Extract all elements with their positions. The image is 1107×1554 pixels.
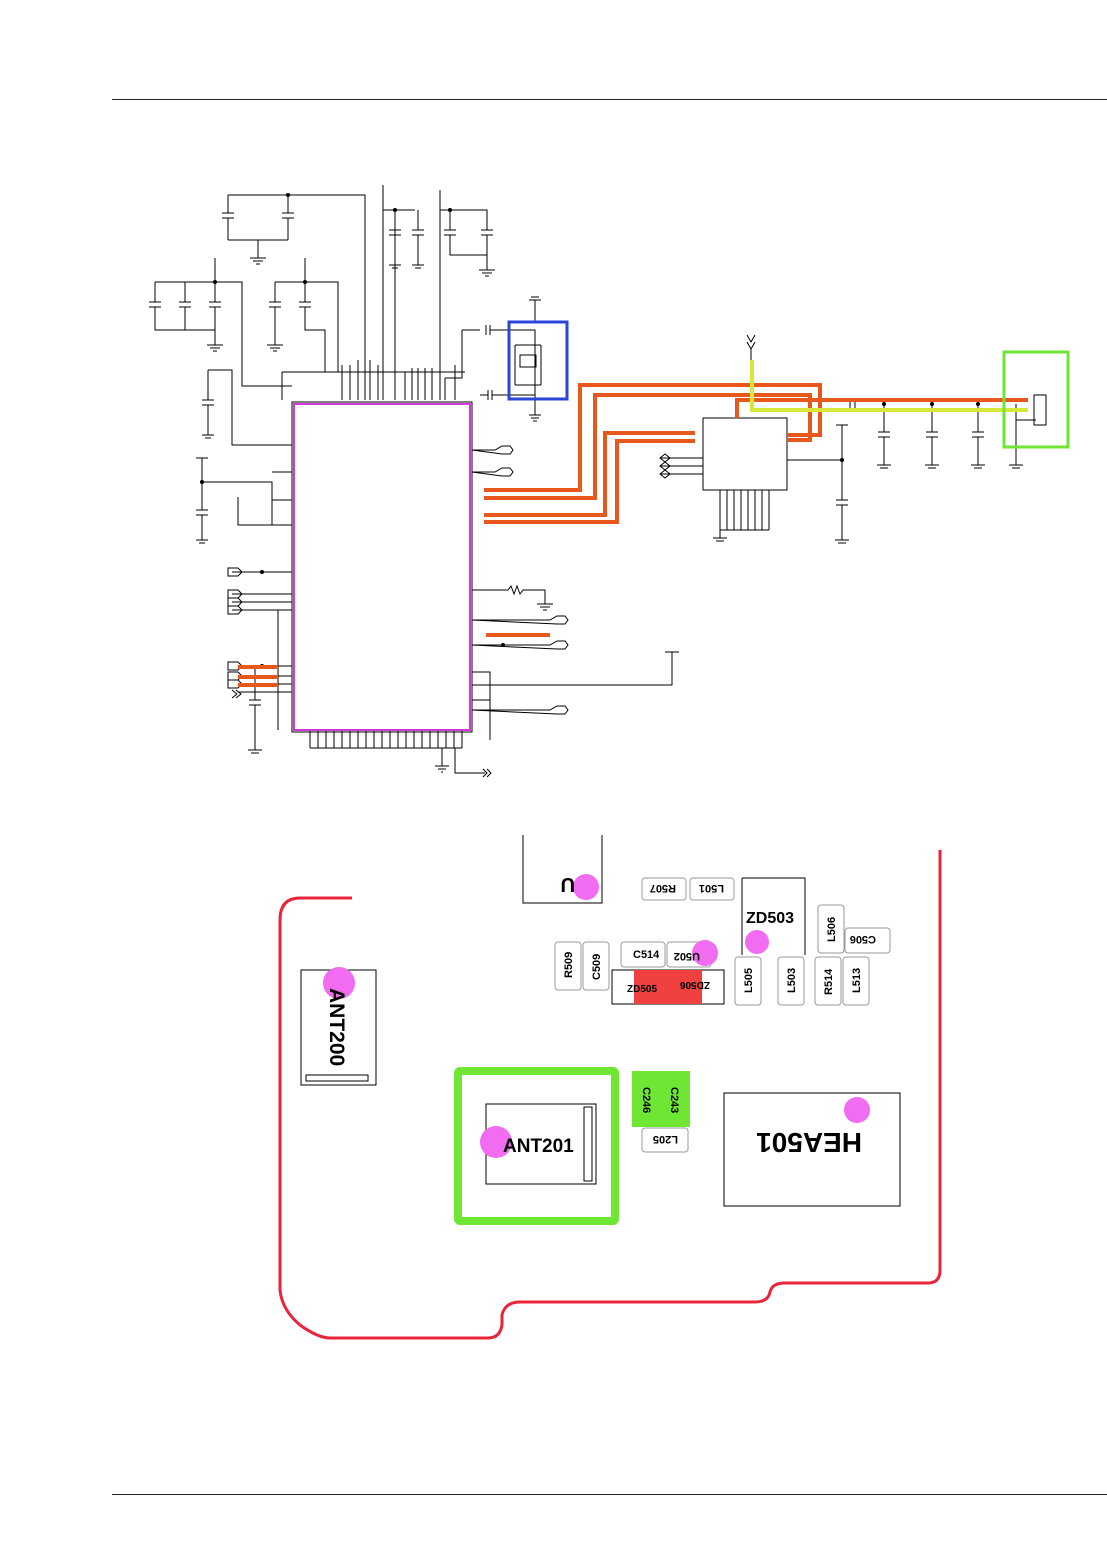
label-r507: R507 (650, 882, 676, 894)
label-zd503: ZD503 (746, 910, 794, 927)
label-l205: L205 (653, 1133, 678, 1145)
label-u-partial: U (561, 873, 575, 895)
board-outline (278, 850, 942, 1340)
label-r509: R509 (563, 952, 575, 978)
antenna-trace (750, 360, 1028, 412)
label-zd506: ZD506 (680, 979, 710, 990)
label-l513: L513 (851, 968, 863, 993)
crystal-highlight-box (507, 320, 569, 401)
label-l505: L505 (743, 968, 755, 993)
label-c243: C243 (668, 1087, 680, 1113)
label-l503: L503 (786, 968, 798, 993)
test-points (323, 874, 870, 1158)
label-zd505: ZD505 (627, 984, 657, 995)
bottom-rule (112, 1494, 1107, 1495)
schematic (149, 185, 1070, 778)
label-c246: C246 (640, 1087, 652, 1113)
label-c514: C514 (633, 949, 660, 961)
main-ic-outline (293, 403, 471, 731)
label-c509: C509 (591, 954, 603, 980)
rf-traces (238, 383, 1028, 687)
top-rule (112, 99, 1107, 100)
label-ant201: ANT201 (503, 1136, 574, 1157)
label-u502: U502 (674, 950, 700, 962)
ant201-highlight-box (454, 1067, 619, 1225)
label-l501: L501 (699, 882, 724, 894)
label-hea501: HEA501 (756, 1127, 862, 1158)
label-c506: C506 (850, 933, 876, 945)
antenna-connector-highlight-box (1002, 350, 1070, 449)
label-ant200: ANT200 (325, 988, 348, 1066)
label-r514: R514 (823, 968, 835, 995)
label-l506: L506 (826, 917, 838, 942)
